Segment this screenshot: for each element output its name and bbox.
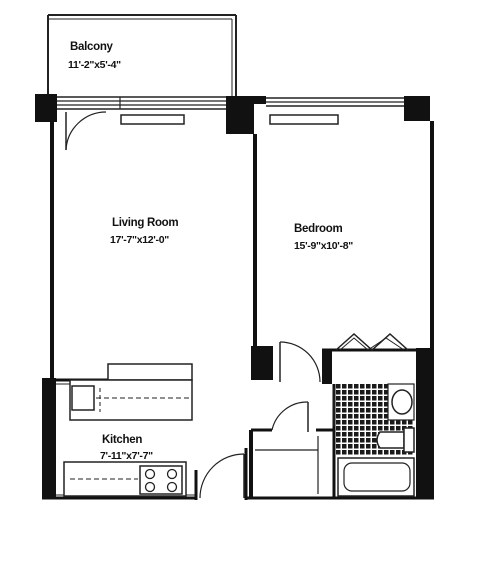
bedroom-dimensions: 15'-9"x10'-8"	[294, 240, 353, 252]
kitchen-dimensions: 7'-11"x7'-7"	[100, 450, 153, 462]
heater-unit	[120, 114, 185, 125]
wall-pillar-top-middle	[226, 96, 254, 134]
door-swing-entry	[199, 453, 245, 499]
top-wall	[35, 94, 430, 134]
door-swing-closet	[271, 401, 309, 431]
exterior-walls	[42, 121, 434, 500]
balcony	[47, 14, 237, 96]
room-labels: Balcony 11'-2"x5'-4" Living Room 17'-7"x…	[68, 41, 354, 462]
burner-icon	[166, 481, 178, 493]
balcony-name: Balcony	[70, 41, 114, 53]
doors	[65, 111, 335, 499]
bedroom-name: Bedroom	[294, 223, 342, 235]
toilet-icon	[376, 431, 405, 449]
living-room-dimensions: 17'-7"x12'-0"	[110, 234, 169, 246]
wall-stub	[251, 346, 273, 380]
heater-unit	[269, 114, 339, 125]
closet-shelving	[339, 337, 405, 351]
door-swing-balcony	[65, 111, 107, 151]
bathroom	[335, 332, 415, 497]
wall-pillar-bottom-right	[416, 348, 434, 498]
kitchen-name: Kitchen	[102, 434, 142, 446]
wall-pillar-top-left	[35, 94, 57, 122]
living-room-name: Living Room	[112, 217, 178, 229]
wall-bath-left	[322, 350, 332, 384]
kitchen-counter-upper	[107, 363, 193, 381]
toilet-tank	[403, 427, 415, 453]
balcony-dimensions: 11'-2"x5'-4"	[68, 59, 121, 71]
closet-shelving	[335, 332, 409, 352]
bathtub-inner	[343, 462, 411, 492]
burner-icon	[166, 468, 178, 480]
kitchen-sink-icon	[71, 385, 95, 411]
wall-top-right-stub	[254, 96, 266, 104]
kitchen	[63, 363, 193, 497]
door-swing-bedroom	[279, 341, 321, 383]
burner-icon	[144, 481, 156, 493]
interior-walls	[52, 134, 418, 500]
burner-icon	[144, 468, 156, 480]
wall-pillar-bottom-left	[42, 378, 56, 498]
sink-icon	[391, 389, 413, 415]
wall-pillar-top-right	[404, 96, 430, 121]
